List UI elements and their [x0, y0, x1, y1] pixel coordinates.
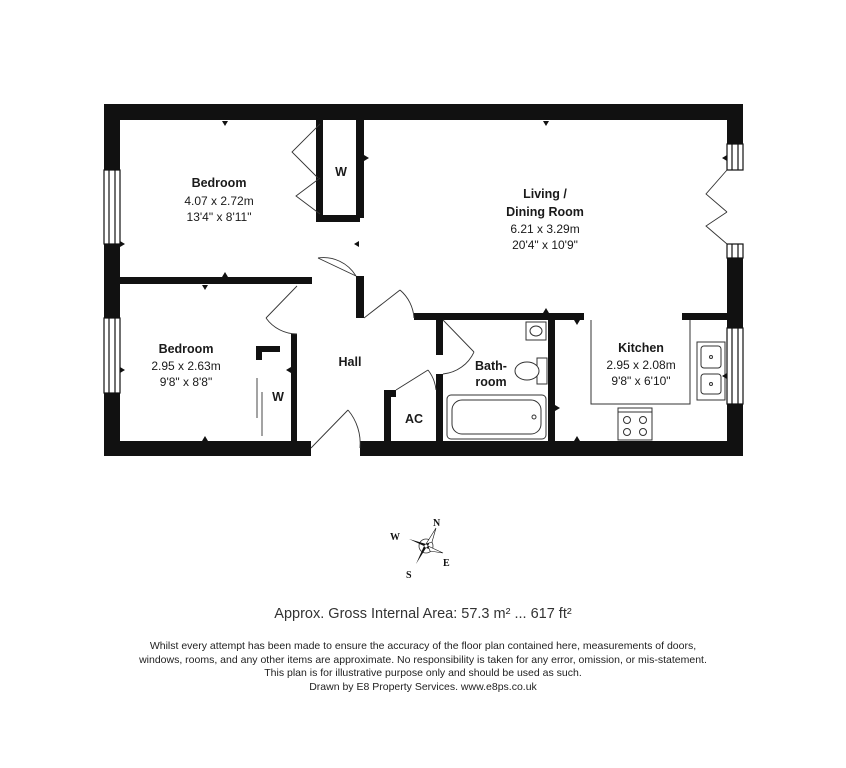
bedroom2-name: Bedroom: [159, 342, 214, 356]
hob: [617, 407, 653, 441]
living-name-1: Living /: [523, 187, 567, 201]
windows: [103, 143, 744, 405]
bedroom1-imperial: 13'4" x 8'11": [187, 210, 252, 224]
disclaimer: Whilst every attempt has been made to en…: [0, 640, 846, 694]
living-metric: 6.21 x 3.29m: [510, 222, 579, 236]
compass-icon: N E S W: [390, 518, 450, 581]
wardrobe1-name: W: [335, 165, 347, 179]
worktop: [590, 320, 691, 405]
kitchen-name: Kitchen: [618, 341, 664, 355]
credit-line: Drawn by E8 Property Services. www.e8ps.…: [309, 680, 537, 693]
room-labels: Bedroom 4.07 x 2.72m 13'4" x 8'11" Bedro…: [151, 165, 675, 426]
compass-s: S: [406, 570, 412, 581]
compass-n: N: [433, 518, 441, 529]
disclaimer-line-3: This plan is for illustrative purpose on…: [264, 667, 582, 679]
living-imperial: 20'4" x 10'9": [512, 238, 578, 252]
floor-plan: Bedroom 4.07 x 2.72m 13'4" x 8'11" Bedro…: [103, 104, 744, 581]
living-name-2: Dining Room: [506, 205, 584, 219]
compass-e: E: [443, 558, 450, 569]
hall-name: Hall: [339, 355, 362, 369]
kitchen-metric: 2.95 x 2.08m: [606, 358, 675, 372]
bedroom2-imperial: 9'8" x 8'8": [160, 375, 212, 389]
bathroom-name-2: room: [475, 375, 506, 389]
compass-w: W: [390, 532, 400, 543]
dimension-markers: [120, 121, 727, 441]
fixtures: [446, 320, 726, 441]
bathroom-name-1: Bath-: [475, 359, 507, 373]
gross-area: Approx. Gross Internal Area: 57.3 m² ...…: [274, 606, 572, 622]
bedroom2-metric: 2.95 x 2.63m: [151, 359, 220, 373]
bedroom1-name: Bedroom: [192, 176, 247, 190]
disclaimer-line-2: windows, rooms, and any other items are …: [139, 653, 707, 666]
walls: [104, 104, 743, 456]
disclaimer-line-1: Whilst every attempt has been made to en…: [149, 640, 697, 652]
wardrobe2-name: W: [272, 390, 284, 404]
doors: [256, 123, 728, 449]
bedroom1-metric: 4.07 x 2.72m: [184, 194, 253, 208]
kitchen-imperial: 9'8" x 6'10": [611, 374, 670, 388]
ac-name: AC: [405, 412, 423, 426]
